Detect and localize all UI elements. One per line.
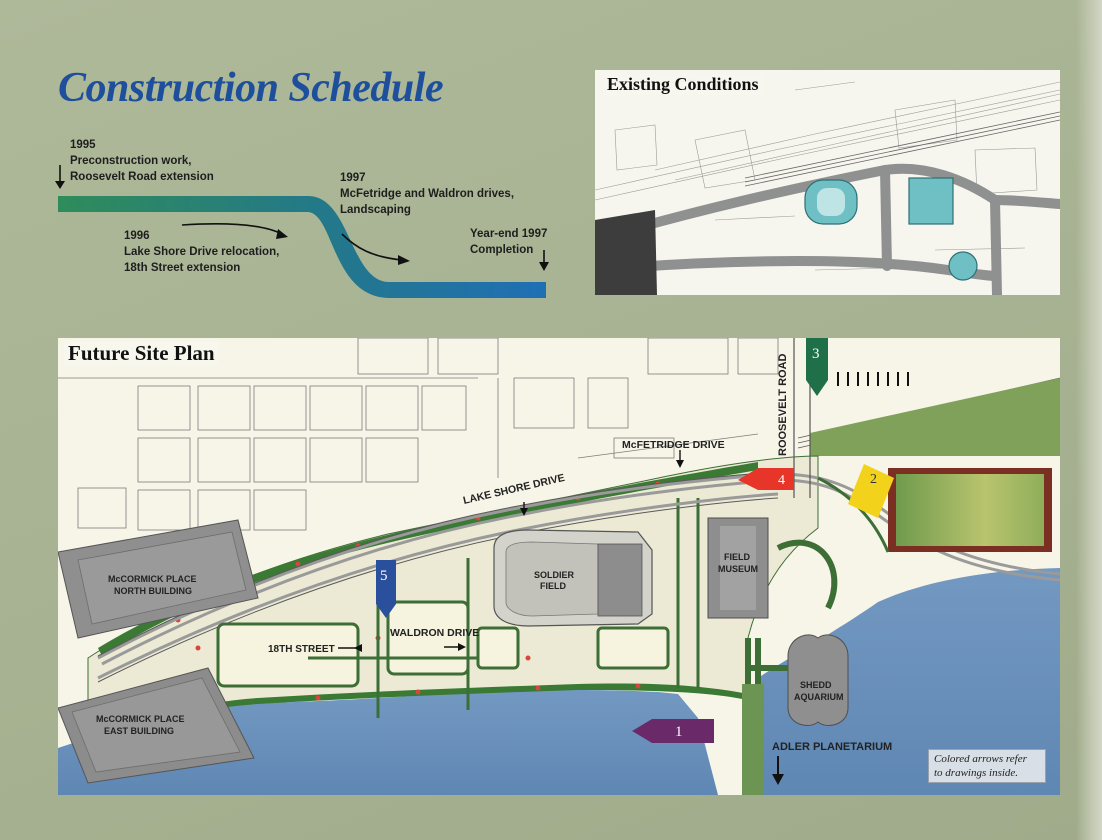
future-site-plan-title: Future Site Plan (64, 341, 219, 366)
arrow-legend-note: Colored arrows refer to drawings inside. (928, 749, 1046, 783)
soldier-field (493, 529, 653, 627)
waldron-drive-label: WALDRON DRIVE (390, 627, 479, 639)
existing-field-museum (908, 177, 954, 225)
soldier-field-label-1: SOLDIER (534, 570, 575, 580)
arrow-2-number: 2 (870, 472, 877, 487)
timeline-graphic (55, 165, 549, 298)
milestone-year: 1996 (124, 230, 150, 242)
arrow-year-end-icon (539, 250, 549, 271)
mccormick-east-building (58, 667, 255, 784)
label-arrows-icon (338, 450, 684, 652)
practice-field (817, 468, 1052, 553)
construction-timeline: 1995 Preconstruction work, Roosevelt Roa… (50, 130, 570, 300)
field-museum-label-1: FIELD (724, 552, 750, 562)
future-site-plan-map: 1 2 3 4 5 ROOSEVELT ROAD McFETRIDGE DRIV… (58, 338, 1060, 795)
page-title: Construction Schedule (58, 65, 444, 111)
drawing-arrow-2: 2 (848, 464, 894, 518)
milestone-text: McFetridge and Waldron drives, (340, 188, 515, 200)
milestone-text: Lake Shore Drive relocation, (124, 246, 280, 258)
mccormick-east-label-1: McCORMICK PLACE (96, 714, 185, 724)
shedd-label-1: SHEDD (800, 680, 832, 690)
arrow-1996-icon (181, 223, 288, 239)
arrow-3-number: 3 (812, 346, 820, 362)
mccormick-north-label-2: NORTH BUILDING (114, 586, 192, 596)
page-edge (1076, 0, 1102, 840)
mcfetridge-drive-label: McFETRIDGE DRIVE (622, 439, 725, 451)
note-line: Colored arrows refer (934, 753, 1027, 765)
shedd-label-2: AQUARIUM (794, 692, 844, 702)
soldier-field-label-2: FIELD (540, 581, 566, 591)
rail-ties (837, 372, 909, 386)
arrow-1-number: 1 (675, 724, 683, 740)
rail-yard (595, 210, 657, 295)
existing-conditions-panel: Existing Conditions (595, 70, 1060, 295)
arrow-4-number: 4 (778, 473, 785, 488)
milestone-year: Year-end 1997 (470, 228, 548, 240)
milestone-text: Roosevelt Road extension (70, 171, 214, 183)
upper-park (810, 378, 1060, 456)
adler-planetarium-label: ADLER PLANETARIUM (772, 741, 892, 753)
existing-conditions-title: Existing Conditions (603, 74, 763, 95)
drawing-arrow-5: 5 (376, 560, 396, 618)
milestone-completion: Year-end 1997 Completion (470, 226, 547, 258)
eighteenth-street-label: 18TH STREET (268, 644, 335, 655)
note-line: to drawings inside. (934, 767, 1019, 779)
milestone-text: Completion (470, 244, 534, 256)
drawing-arrow-4: 4 (738, 468, 794, 490)
arrow-5-number: 5 (380, 568, 388, 584)
milestone-1995: 1995 Preconstruction work, Roosevelt Roa… (70, 137, 214, 185)
existing-shedd-aquarium (948, 251, 978, 281)
milestone-text: Preconstruction work, (70, 155, 192, 167)
milestone-1997: 1997 McFetridge and Waldron drives, Land… (340, 170, 514, 218)
city-blocks (58, 338, 779, 531)
field-museum-label-2: MUSEUM (718, 564, 758, 574)
park-rooms (216, 600, 670, 688)
existing-conditions-map (595, 70, 1060, 295)
mccormick-east-label-2: EAST BUILDING (104, 726, 174, 736)
milestone-text: Landscaping (340, 204, 411, 216)
roosevelt-road-label: ROOSEVELT ROAD (777, 353, 789, 456)
drawing-arrow-1: 1 (632, 719, 714, 743)
milestone-1996: 1996 Lake Shore Drive relocation, 18th S… (124, 228, 279, 276)
mccormick-north-building (58, 519, 259, 639)
lake-water-east (748, 568, 1060, 795)
future-site-plan-panel: Future Site Plan (58, 338, 1060, 795)
adler-arrow-icon (772, 756, 784, 785)
milestone-text: 18th Street extension (124, 262, 241, 274)
timeline-band (58, 196, 546, 298)
milestone-year: 1997 (340, 172, 366, 184)
shedd-aquarium (787, 634, 849, 726)
arrow-1995-icon (55, 165, 65, 189)
arrow-1997-icon (341, 233, 410, 265)
milestone-year: 1995 (70, 139, 96, 151)
drawing-arrow-3: 3 (806, 338, 828, 396)
adler-causeway (742, 684, 764, 795)
field-museum (707, 517, 769, 619)
railroad-tracks (744, 111, 1060, 187)
mccormick-north-label-1: McCORMICK PLACE (108, 574, 197, 584)
